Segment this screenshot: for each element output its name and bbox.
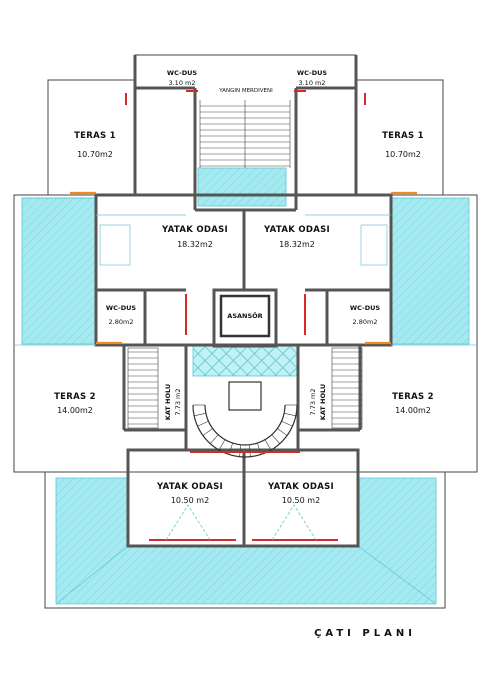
room-name-wc-dus-mid-right: WC-DUS	[349, 304, 381, 312]
stair-step	[202, 428, 213, 436]
stair-step	[218, 439, 226, 451]
fire-stairs	[199, 100, 291, 168]
thin-lines	[14, 214, 477, 346]
room-area-wc-dus-top-right: 3.10 m2	[298, 79, 326, 87]
room-name-kat-holu-left: KAT HOLU	[164, 383, 172, 421]
room-name-yatak-bottom-left: YATAK ODASI	[157, 482, 223, 492]
room-area-kat-holu-right: 7.73 m2	[309, 388, 317, 416]
room-name-yatak-right: YATAK ODASI	[264, 225, 330, 235]
room-area-yatak-left: 18.32m2	[177, 240, 213, 249]
stair-step	[248, 444, 251, 457]
spiral-stair	[192, 381, 298, 458]
stair-step	[281, 420, 293, 427]
room-name-teras1-right: TERAS 1	[382, 131, 424, 141]
room-name-yatak-left: YATAK ODASI	[162, 225, 228, 235]
hall-stairs	[127, 347, 363, 429]
stair-step	[277, 428, 288, 436]
room-name-teras2-right: TERAS 2	[392, 392, 434, 402]
room-area-teras2-left: 14.00m2	[57, 406, 93, 415]
stair-step	[271, 434, 281, 444]
stair-step	[197, 420, 209, 427]
room-area-teras1-left: 10.70m2	[77, 150, 113, 159]
room-area-kat-holu-left: 7.73 m2	[174, 388, 182, 416]
stair-step	[209, 434, 219, 444]
room-name-kat-holu-right: KAT HOLU	[319, 383, 327, 421]
roof-area-right	[390, 197, 470, 345]
stair-step	[239, 444, 242, 457]
room-name-wc-dus-mid-left: WC-DUS	[105, 304, 137, 312]
room-name-wc-dus-top-left: WC-DUS	[166, 69, 198, 77]
room-name-yatak-bottom-right: YATAK ODASI	[268, 482, 334, 492]
room-name-wc-dus-top-right: WC-DUS	[296, 69, 328, 77]
room-name-teras1-left: TERAS 1	[74, 131, 116, 141]
roof-area-bottom	[55, 477, 437, 605]
room-name-teras2-left: TERAS 2	[54, 392, 96, 402]
room-area-yatak-bottom-left: 10.50 m2	[170, 496, 210, 505]
walls	[94, 55, 393, 548]
stair-step	[194, 413, 206, 417]
bedroom-dashed-triangles	[165, 504, 317, 541]
room-area-teras2-right: 14.00m2	[395, 406, 431, 415]
room-area-wc-dus-top-left: 3.10 m2	[168, 79, 196, 87]
room-name-elevator: ASANSÖR	[227, 312, 263, 320]
stair-step	[284, 413, 296, 417]
hall-diamond-floor	[192, 345, 299, 377]
windows	[125, 90, 366, 541]
elevator-box	[219, 294, 271, 338]
room-area-yatak-bottom-right: 10.50 m2	[281, 496, 321, 505]
roof-area-left	[21, 197, 97, 345]
room-area-wc-dus-mid-left: 2.80m2	[108, 318, 134, 326]
plan-title: ÇATI PLANI	[314, 628, 416, 639]
roof-ridge-lines	[22, 197, 437, 605]
room-name-fire-stairs: YANGIN MERDIVENI	[219, 88, 273, 94]
stair-step	[264, 439, 272, 451]
room-area-wc-dus-mid-right: 2.80m2	[352, 318, 378, 326]
stair-hatch	[197, 167, 287, 207]
room-area-yatak-right: 18.32m2	[279, 240, 315, 249]
room-area-teras1-right: 10.70m2	[385, 150, 421, 159]
doors	[70, 191, 417, 345]
